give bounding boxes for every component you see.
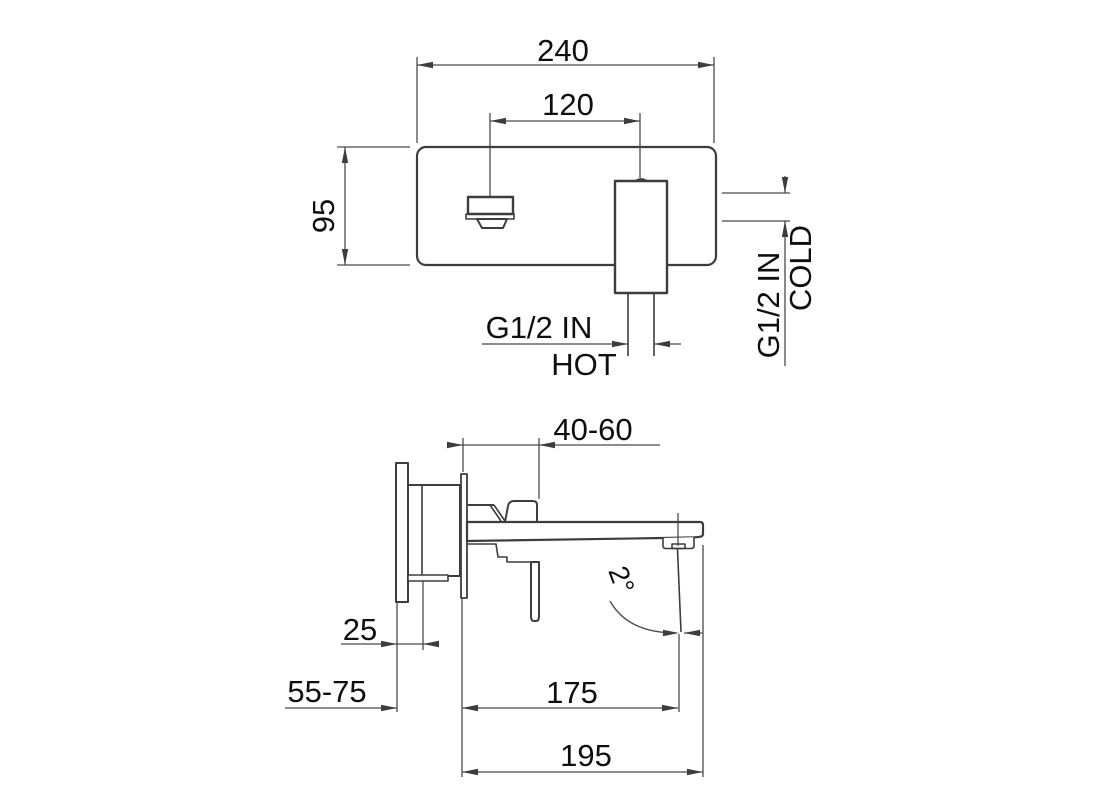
dim-overall-width: 240 xyxy=(416,33,715,143)
hot-inlet-name-label: HOT xyxy=(551,347,617,382)
dim-outlet-spacing: 120 xyxy=(489,87,641,196)
side-view: 40-60 2° 25 55-75 xyxy=(285,412,705,777)
dim-wall-depth: 40-60 xyxy=(447,412,660,499)
handle-base xyxy=(467,543,531,563)
dim-spout-reach-label: 195 xyxy=(560,738,612,773)
dim-rough-in-depth: 55-75 xyxy=(285,674,397,712)
dim-overall-width-label: 240 xyxy=(537,33,589,68)
dim-stream-distance-label: 175 xyxy=(546,675,598,710)
dim-spout-reach: 195 xyxy=(462,545,704,777)
dim-stream-distance: 175 xyxy=(461,598,680,777)
body-lip xyxy=(407,574,449,582)
wall-plate-front xyxy=(415,145,718,267)
spout-side xyxy=(465,520,705,543)
cartridge-front xyxy=(613,178,669,295)
rough-in-body xyxy=(407,484,461,577)
dim-flange-depth-label: 25 xyxy=(343,612,377,647)
spout-outlet-front xyxy=(465,195,515,229)
valve-cover-side xyxy=(467,500,538,523)
cold-inlet-callout: G1/2 IN COLD xyxy=(722,176,818,366)
stream-angle-label: 2° xyxy=(602,562,640,598)
hot-inlet-size-label: G1/2 IN xyxy=(486,310,593,345)
dim-rough-in-depth-label: 55-75 xyxy=(287,674,366,709)
front-view: 240 120 95 xyxy=(306,33,818,382)
handle-lever xyxy=(530,561,540,622)
dim-outlet-spacing-label: 120 xyxy=(542,87,594,122)
stream-angle-callout: 2° xyxy=(602,562,703,637)
dim-plate-height: 95 xyxy=(306,146,410,266)
cartridge-dome xyxy=(634,178,648,182)
dim-flange-depth: 25 xyxy=(341,581,439,712)
rough-in-flange xyxy=(395,462,409,603)
dim-wall-depth-label: 40-60 xyxy=(553,412,632,447)
hot-inlet-pipes xyxy=(627,293,655,356)
water-stream xyxy=(676,548,682,633)
dim-plate-height-label: 95 xyxy=(306,199,341,233)
cold-inlet-size-label: G1/2 IN xyxy=(751,252,786,359)
hot-inlet-callout: G1/2 IN HOT xyxy=(482,310,681,382)
cold-inlet-name-label: COLD xyxy=(783,225,818,311)
